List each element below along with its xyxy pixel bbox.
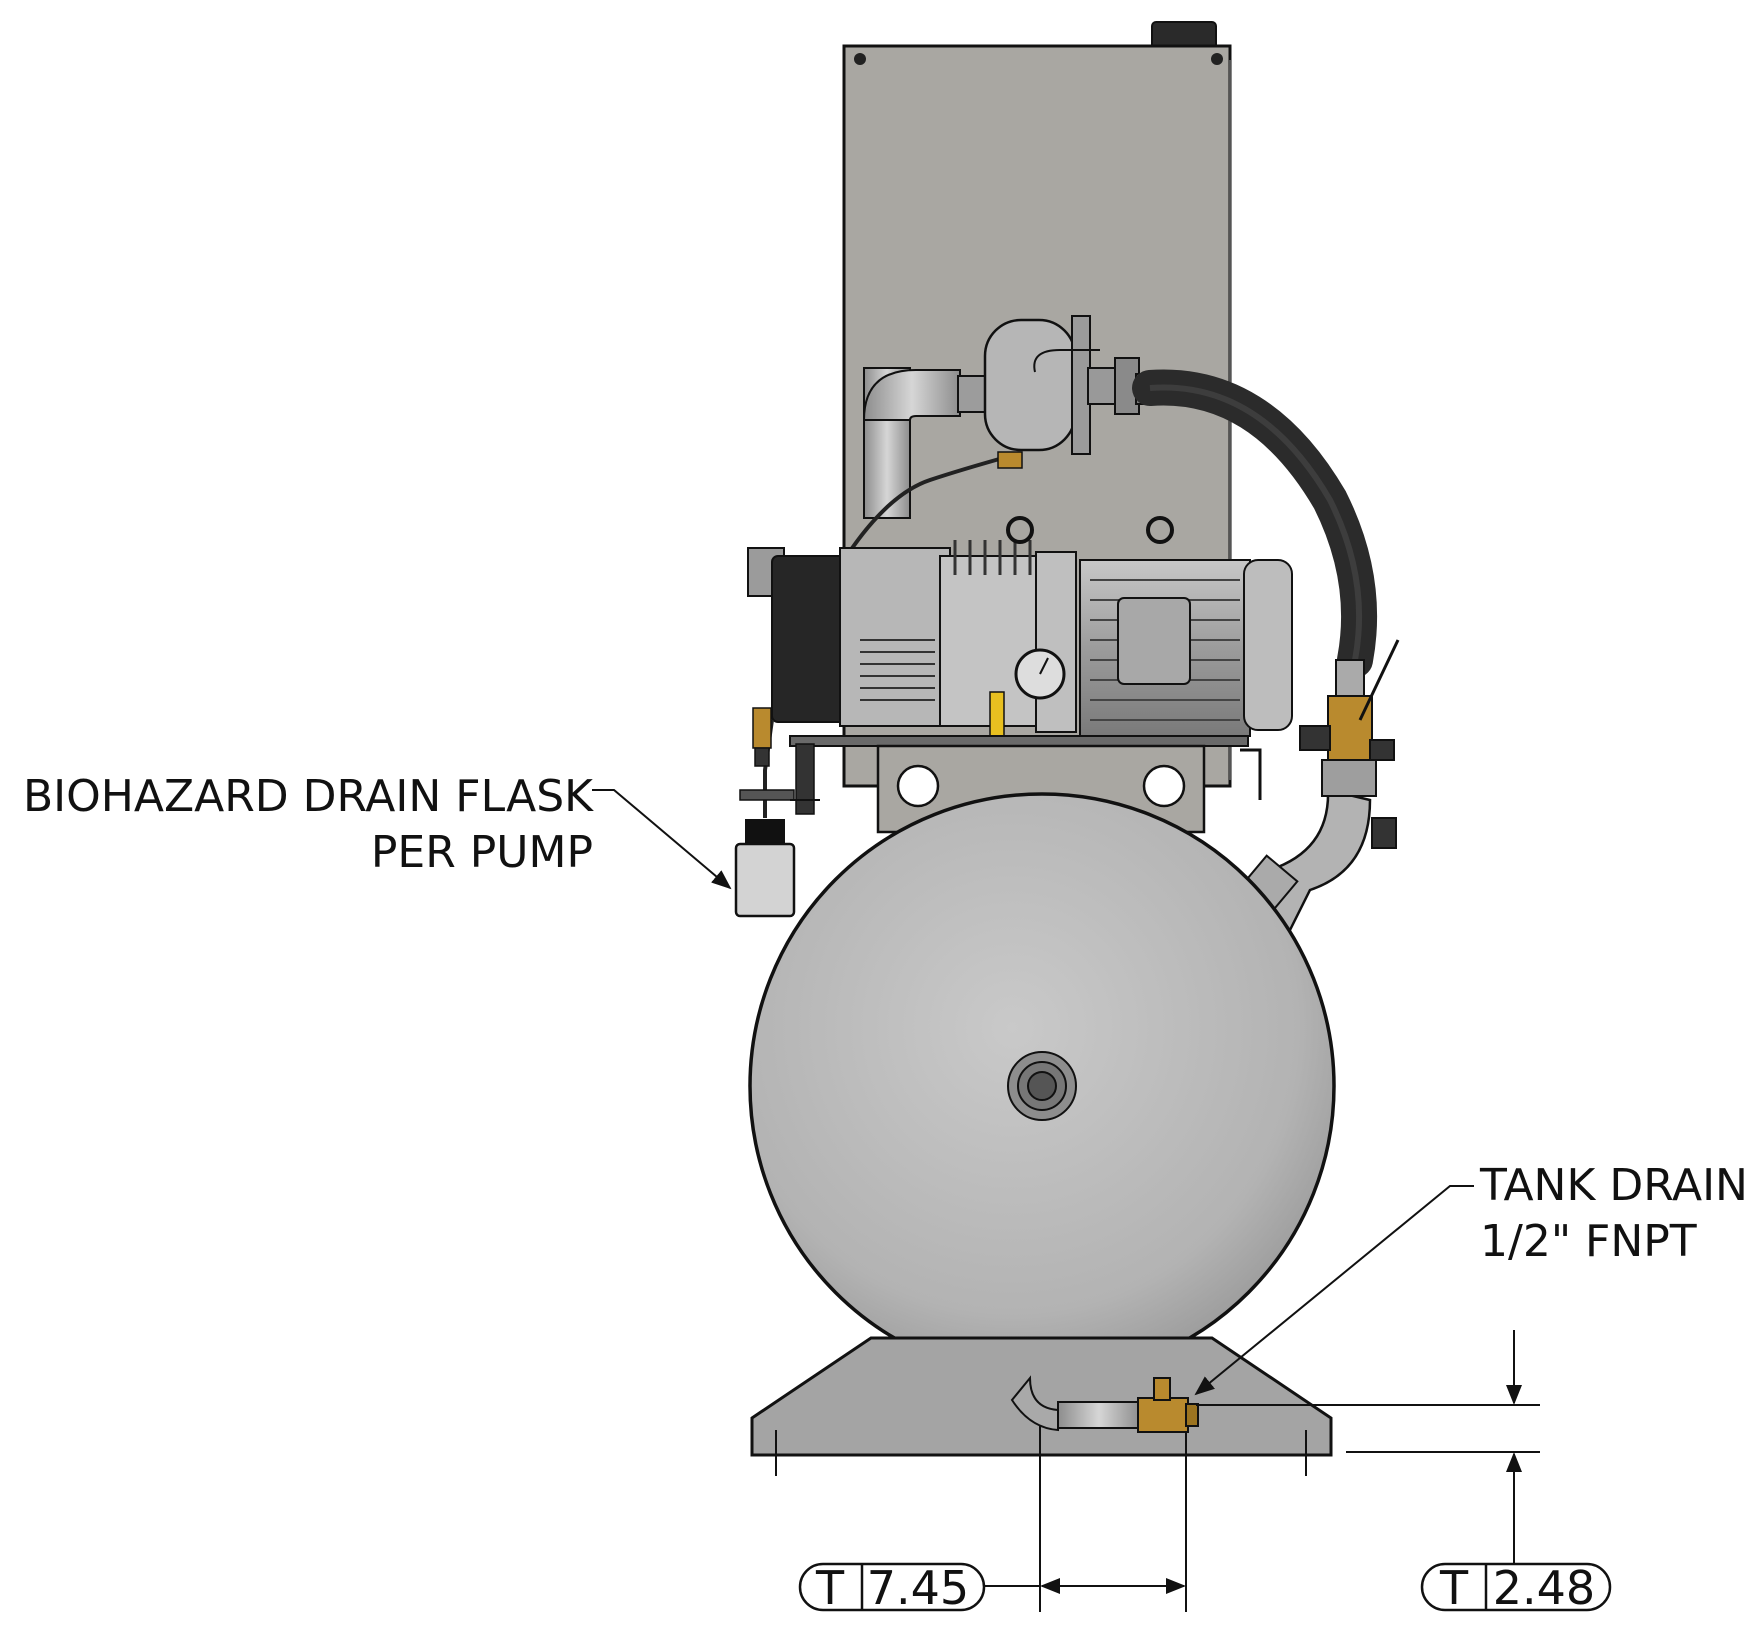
dimension-label-7-45: T 7.45 xyxy=(798,1561,986,1615)
base-extension-lines xyxy=(775,1430,1307,1476)
dimension-label-2-48: T 2.48 xyxy=(1420,1561,1612,1615)
biohazard-drain-flask xyxy=(734,707,820,918)
flask-callout: BIOHAZARD DRAIN FLASK PER PUMP xyxy=(23,769,593,881)
callout-line: TANK DRAIN xyxy=(1480,1160,1748,1211)
right-valve-assembly xyxy=(1248,639,1400,932)
horizontal-dimension xyxy=(984,1426,1187,1612)
dimension-value: 2.48 xyxy=(1493,1561,1595,1615)
callout-line: PER PUMP xyxy=(370,827,593,878)
callout-line: 1/2" FNPT xyxy=(1480,1216,1697,1267)
receiver-tank xyxy=(748,792,1336,1380)
vacuum-pump-motor xyxy=(747,516,1293,747)
dimension-value: 7.45 xyxy=(867,1561,969,1615)
dimension-prefix: T xyxy=(815,1561,845,1615)
dimension-prefix: T xyxy=(1439,1561,1469,1615)
flask-leader-line xyxy=(592,789,732,890)
tank-drain-callout: TANK DRAIN 1/2" FNPT xyxy=(1480,1158,1748,1270)
vertical-dimension xyxy=(1196,1330,1540,1564)
callout-line: BIOHAZARD DRAIN FLASK xyxy=(22,771,593,822)
tank-drain-leader-line xyxy=(1194,1185,1474,1396)
tank-drain-fitting xyxy=(1010,1375,1199,1433)
